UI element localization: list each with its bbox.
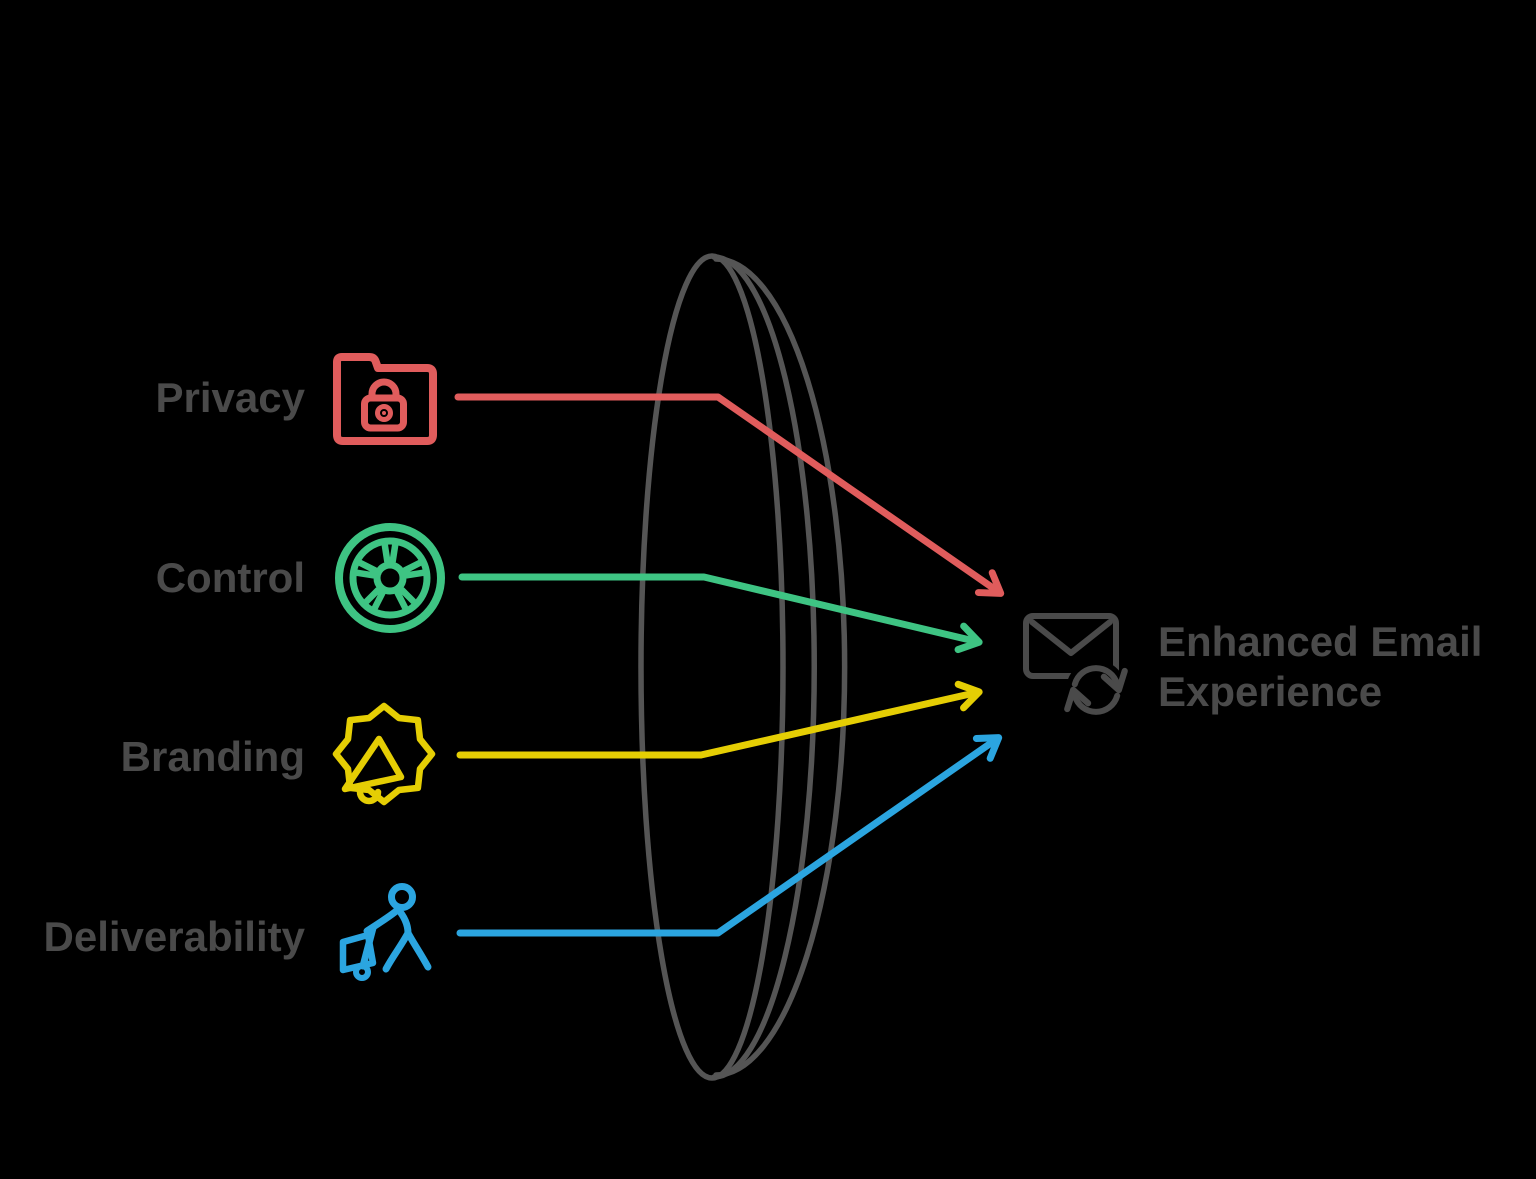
lens-ellipse-back (713, 256, 848, 1078)
person-body-legs (382, 904, 432, 973)
email-sync-icon (1023, 613, 1128, 720)
control-arrow (458, 573, 983, 654)
megaphone-badge-icon (332, 702, 436, 806)
lens-disc (638, 253, 848, 1081)
folder-outline (333, 353, 437, 445)
badge-starburst (332, 702, 436, 806)
deliverability-arrow (456, 734, 1003, 937)
cart-box (339, 931, 377, 974)
delivery-person-icon (339, 883, 432, 981)
person-head (388, 883, 416, 911)
sync-arrow-top (1071, 665, 1128, 694)
lock-body (361, 394, 407, 432)
wheel-tire (335, 523, 445, 633)
wheel-icon (335, 523, 445, 633)
label-deliverability: Deliverability (43, 913, 305, 960)
branding-arrow (456, 680, 983, 759)
label-control: Control (155, 554, 305, 601)
lock-shackle (368, 378, 400, 402)
sync-arrow-bottom (1064, 686, 1121, 715)
label-privacy: Privacy (155, 374, 305, 421)
privacy-arrow (454, 393, 1005, 597)
wheel-hub (373, 561, 407, 595)
folder-lock-icon (333, 353, 437, 445)
lock-keyhole-dot (382, 411, 386, 415)
lens-ellipse-front (638, 253, 786, 1081)
wheel-spokes (353, 541, 427, 612)
wheel-rim (349, 537, 431, 619)
lens-ellipse-middle (711, 254, 817, 1080)
megaphone-horn (341, 735, 405, 793)
envelope-flap (1029, 619, 1113, 656)
output-label: Enhanced Email Experience (1158, 618, 1483, 715)
megaphone-handle (356, 788, 382, 805)
lock-keyhole (375, 404, 393, 422)
label-branding: Branding (120, 733, 305, 780)
